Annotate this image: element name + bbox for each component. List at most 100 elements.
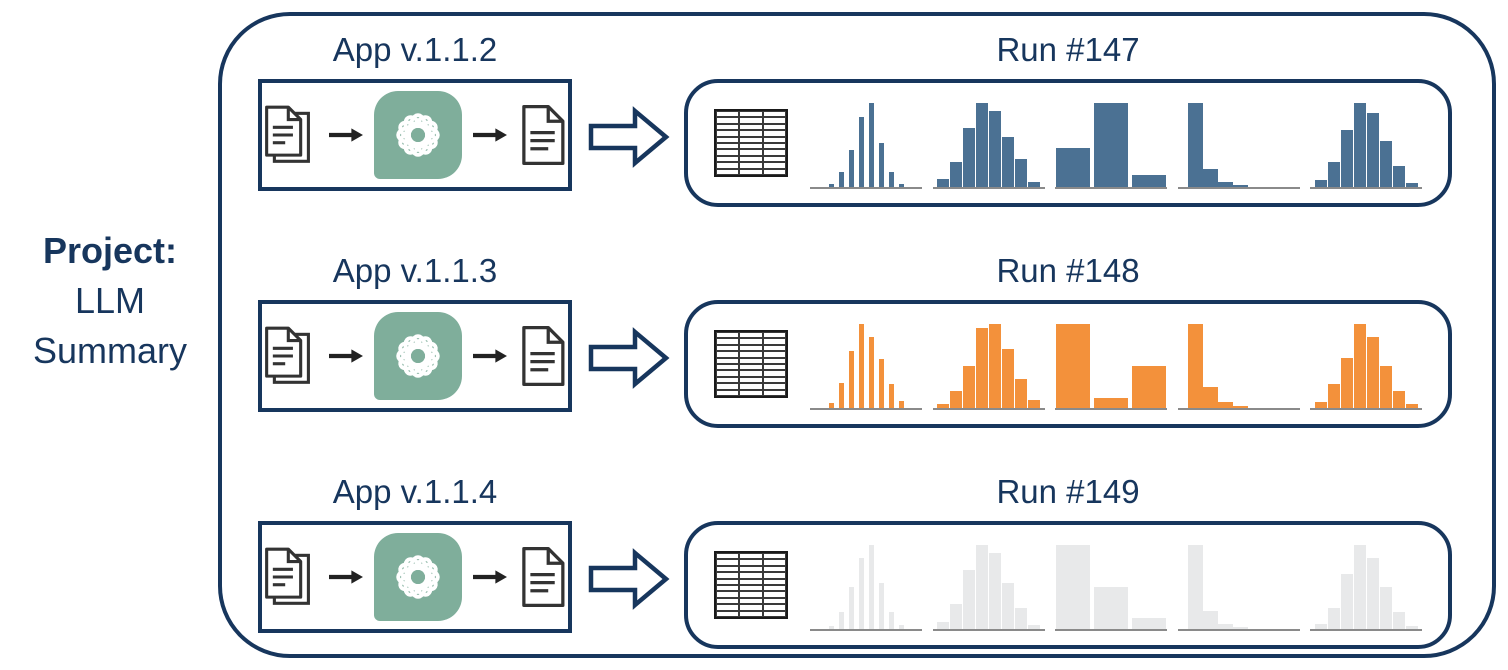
table-cell — [739, 168, 763, 175]
table-cell — [716, 162, 740, 169]
histogram-bar — [950, 391, 962, 408]
histogram-bar — [1392, 612, 1405, 629]
project-label-title: Project: — [42, 230, 178, 271]
table-cell — [762, 565, 786, 573]
run-column: Run #148 — [684, 251, 1452, 428]
output-document-icon — [522, 104, 565, 166]
table-cell — [716, 130, 740, 137]
table-cell — [716, 357, 740, 364]
histogram-bar — [1405, 182, 1418, 187]
histogram-bar — [1056, 545, 1090, 629]
histogram-bar — [989, 553, 1001, 629]
histogram-bar — [1379, 366, 1392, 408]
histogram-bar — [1094, 587, 1128, 629]
histogram-bar — [828, 402, 834, 408]
histogram-bar — [1002, 582, 1014, 629]
table-icon — [714, 551, 788, 619]
table-cell — [716, 351, 740, 358]
histogram-bar — [950, 161, 962, 187]
input-documents-icon — [265, 547, 310, 605]
table-cell — [739, 591, 763, 598]
table-cell — [739, 357, 763, 364]
app-column: App v.1.1.3 — [258, 251, 572, 412]
histogram-bar — [963, 128, 975, 187]
run-column: Run #147 — [684, 30, 1452, 207]
histogram-bar — [1353, 545, 1366, 629]
histogram-bar — [1015, 608, 1027, 629]
table-cell — [739, 344, 763, 352]
histogram-bar — [1366, 113, 1379, 187]
table-cell — [762, 370, 786, 377]
histogram-bar — [1187, 324, 1203, 408]
table-cell — [762, 553, 786, 560]
input-documents-icon — [265, 105, 310, 163]
histogram-bar — [888, 384, 894, 408]
table-cell — [762, 604, 786, 611]
histogram-bar — [1392, 166, 1405, 187]
histogram-bar — [838, 171, 844, 187]
table-cell — [716, 136, 740, 143]
histogram-bar — [1366, 557, 1379, 629]
histogram-bar — [1314, 623, 1327, 629]
histogram-strip — [810, 539, 1422, 631]
histogram-bar — [1002, 349, 1014, 408]
histogram-bar — [963, 570, 975, 629]
metric-histogram-2 — [932, 539, 1045, 631]
run-results-box — [684, 300, 1452, 428]
table-cell — [739, 565, 763, 573]
table-cell — [762, 168, 786, 175]
histogram-bar — [1056, 147, 1090, 187]
table-cell — [716, 344, 740, 352]
table-cell — [739, 370, 763, 377]
table-cell — [739, 117, 763, 124]
histogram-bar — [976, 545, 988, 629]
table-cell — [762, 149, 786, 156]
histogram-bar — [1327, 161, 1340, 187]
table-cell — [739, 585, 763, 592]
table-icon — [714, 330, 788, 398]
histogram-bar — [1405, 625, 1418, 629]
histogram-bar — [1202, 168, 1218, 187]
metric-histogram-2 — [932, 318, 1045, 410]
table-cell — [739, 332, 763, 339]
table-cell — [739, 149, 763, 156]
histogram-bar — [1132, 366, 1166, 408]
table-cell — [762, 376, 786, 384]
app-version-title: App v.1.1.4 — [332, 473, 498, 510]
pipeline-row-3: App v.1.1.4 — [258, 472, 1492, 649]
histogram-bar — [888, 612, 894, 629]
histogram-bar — [1340, 357, 1353, 408]
run-arrow-icon — [588, 327, 670, 389]
histogram-bar — [1002, 136, 1014, 187]
histogram-bar — [976, 328, 988, 408]
table-cell — [716, 585, 740, 592]
histogram-bar — [1340, 129, 1353, 187]
table-cell — [716, 364, 740, 371]
metric-histogram-5 — [1310, 318, 1422, 410]
table-cell — [762, 117, 786, 124]
table-cell — [716, 604, 740, 611]
metric-histogram-4 — [1177, 97, 1300, 189]
run-arrow-icon — [588, 106, 670, 168]
histogram-bar — [1232, 627, 1248, 629]
table-cell — [762, 351, 786, 358]
app-version-title: App v.1.1.3 — [332, 252, 498, 289]
table-cell — [716, 553, 740, 560]
table-cell — [762, 111, 786, 118]
histogram-bar — [1379, 587, 1392, 629]
project-name-line1: LLM — [74, 280, 146, 321]
app-column: App v.1.1.2 — [258, 30, 572, 191]
table-cell — [739, 338, 763, 345]
table-cell — [762, 344, 786, 352]
table-cell — [716, 559, 740, 566]
histogram-strip — [810, 97, 1422, 189]
histogram-bar — [1187, 103, 1203, 187]
histogram-bar — [828, 625, 834, 629]
app-version-title: App v.1.1.2 — [332, 31, 498, 68]
table-cell — [716, 591, 740, 598]
histogram-bar — [1202, 387, 1218, 408]
table-cell — [762, 155, 786, 163]
run-results-box — [684, 79, 1452, 207]
histogram-bar — [1132, 618, 1166, 629]
table-cell — [762, 389, 786, 396]
